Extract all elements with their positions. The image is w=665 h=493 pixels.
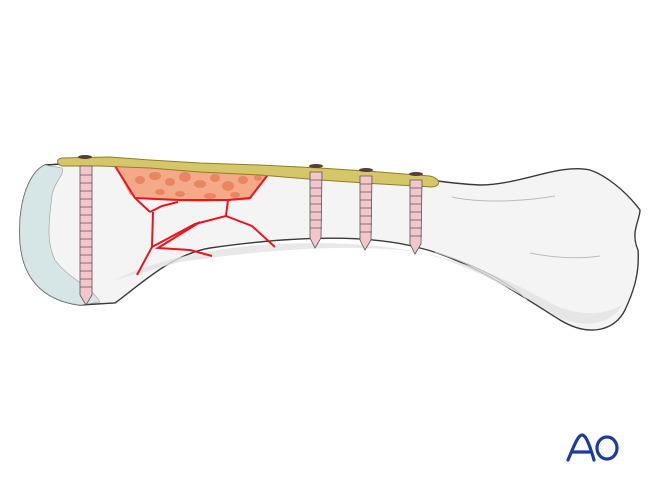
screw-2 — [309, 171, 323, 249]
fracture-lines — [114, 165, 276, 276]
screw-1 — [79, 165, 93, 306]
bone-shadow — [115, 243, 622, 324]
screw-4 — [409, 179, 423, 255]
ao-logo — [566, 433, 619, 462]
bone-line — [434, 251, 529, 302]
bone-line — [451, 195, 556, 202]
screw-heads — [78, 155, 423, 176]
graft-cells — [135, 172, 262, 199]
screw-threads — [80, 174, 422, 288]
screw-3 — [359, 175, 373, 251]
bone-line — [529, 252, 601, 259]
